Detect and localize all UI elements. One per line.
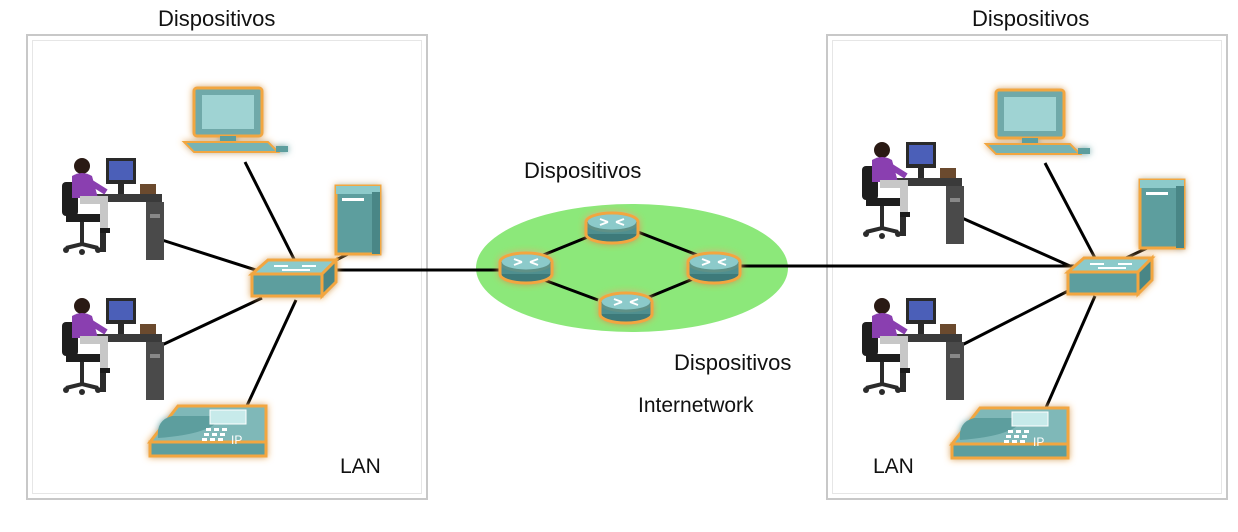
ip-phone-text: IP [231, 433, 242, 447]
user-workstation-icon [62, 158, 164, 260]
internetwork-label: Internetwork [638, 394, 754, 417]
desktop-computer-icon [984, 88, 1092, 156]
ip-phone-text: IP [1033, 435, 1044, 449]
router-icon [498, 251, 554, 285]
desktop-computer-icon [182, 86, 290, 154]
center-devices-label: Dispositivos [524, 158, 642, 183]
server-icon [334, 184, 382, 256]
right-lan-label: LAN [873, 455, 914, 478]
user-workstation-icon [862, 298, 964, 400]
center-devices-label-bottom: Dispositivos [674, 350, 792, 375]
router-icon [686, 251, 742, 285]
switch-icon [250, 258, 338, 298]
ip-phone-icon [950, 406, 1070, 460]
switch-icon [1066, 256, 1154, 296]
user-workstation-icon [862, 142, 964, 244]
server-icon [1138, 178, 1186, 250]
ip-phone-icon [148, 404, 268, 458]
left-lan-box [26, 34, 428, 500]
internetwork-cloud [476, 204, 788, 332]
router-icon [598, 291, 654, 325]
left-devices-label: Dispositivos [158, 6, 276, 31]
user-workstation-icon [62, 298, 164, 400]
right-devices-label: Dispositivos [972, 6, 1090, 31]
left-lan-label: LAN [340, 455, 381, 478]
router-icon [584, 211, 640, 245]
